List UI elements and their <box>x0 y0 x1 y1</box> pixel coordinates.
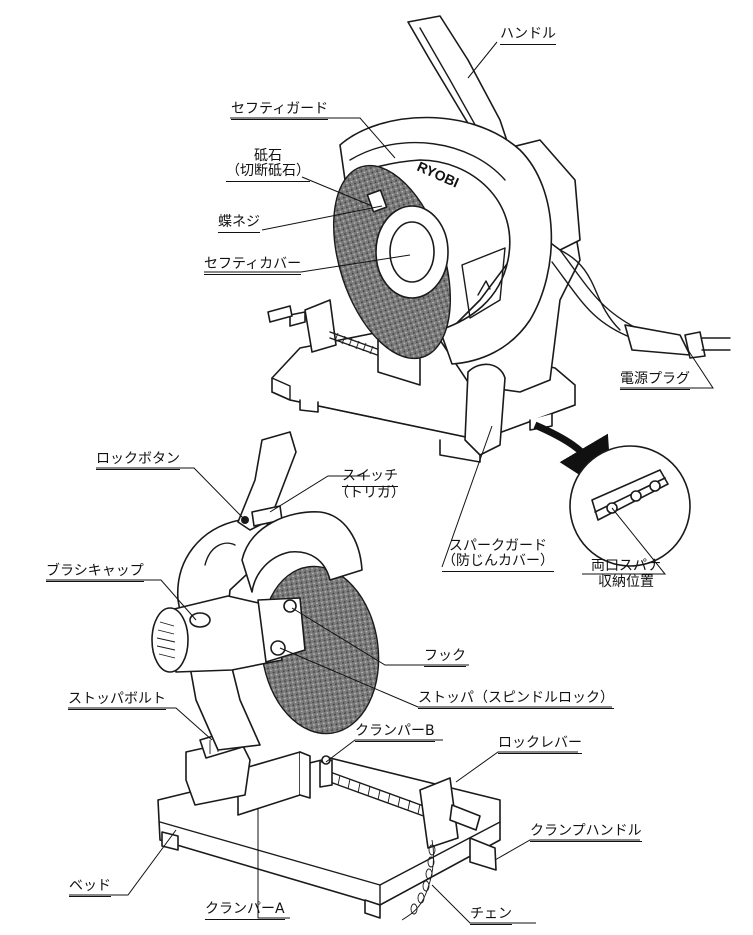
clamper-b-post <box>319 755 333 788</box>
label-wing-screw: 蝶ネジ <box>218 214 260 233</box>
label-power-plug: 電源プラグ <box>620 371 690 390</box>
label-brush-cap: ブラシキャップ <box>46 563 144 582</box>
label-stop-bolt: ストッパボルト <box>68 691 166 710</box>
label-lock-button: ロックボタン <box>96 451 180 470</box>
clamp-screw <box>329 771 497 871</box>
safety-guard-bottom <box>241 511 363 593</box>
label-wrench: 両口スパナ <box>591 558 661 574</box>
cutting-wheel-top <box>332 164 452 360</box>
motor <box>151 595 306 673</box>
label-wheel: 砥石 <box>254 148 282 164</box>
label-wheel-sub: （切断砥石） <box>226 163 310 182</box>
label-stopper: ストッパ（スピンドルロック） <box>418 690 614 709</box>
label-spark-guard-sub: （防じんカバー） <box>442 553 554 572</box>
label-hook: フック <box>424 648 466 667</box>
spark-guard-top <box>464 363 506 456</box>
label-bed: ベッド <box>69 878 111 897</box>
vise-top <box>267 299 421 386</box>
label-spark-guard: スパークガード <box>449 538 547 554</box>
label-clamper-b: クランパーB <box>355 723 435 742</box>
bottom-machine-view <box>151 431 501 921</box>
top-machine-view: RYOBI <box>267 15 731 497</box>
label-safety-guard: セフティガード <box>231 101 329 120</box>
label-wrench-sub: 収納位置 <box>598 574 654 590</box>
label-switch: スイッチ <box>342 468 398 487</box>
wrench-detail-callout <box>569 445 691 567</box>
label-switch-sub: （トリガ） <box>335 485 405 501</box>
leader-lines <box>46 41 714 924</box>
label-clamp-handle: クランプハンドル <box>530 823 642 842</box>
clamper-a <box>237 751 311 816</box>
label-clamper-a: クランパーA <box>205 901 285 920</box>
power-cord <box>551 249 731 359</box>
chain <box>401 839 436 921</box>
label-safety-cover: セフティカバー <box>204 256 302 275</box>
label-chain: チェン <box>470 906 512 925</box>
label-lock-lever: ロックレバー <box>498 735 582 754</box>
label-handle: ハンドル <box>500 26 556 45</box>
